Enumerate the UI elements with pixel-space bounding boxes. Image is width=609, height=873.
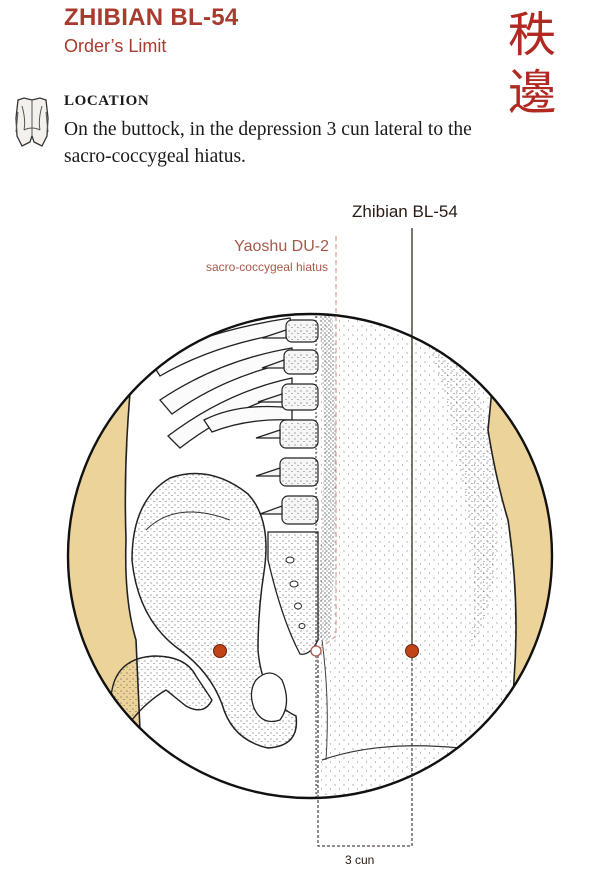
back-figure-icon (15, 97, 49, 147)
zhibian-point-marker (405, 644, 419, 658)
yaoshu-reference-marker (310, 645, 322, 657)
point-title: ZHIBIAN BL-54 (64, 4, 239, 31)
chinese-name-calligraphy: 秩邊 (507, 7, 556, 121)
sacro-coccygeal-hiatus-label: sacro-coccygeal hiatus (205, 260, 328, 274)
zhibian-label: Zhibian BL-54 (352, 202, 458, 221)
yaoshu-label: Yaoshu DU-2 (234, 238, 329, 255)
measurement-label: 3 cun (345, 853, 375, 867)
contralateral-point-marker (213, 644, 227, 658)
location-heading: LOCATION (64, 93, 150, 109)
location-description: On the buttock, in the depression 3 cun … (64, 119, 472, 167)
point-english-name: Order’s Limit (64, 36, 167, 56)
